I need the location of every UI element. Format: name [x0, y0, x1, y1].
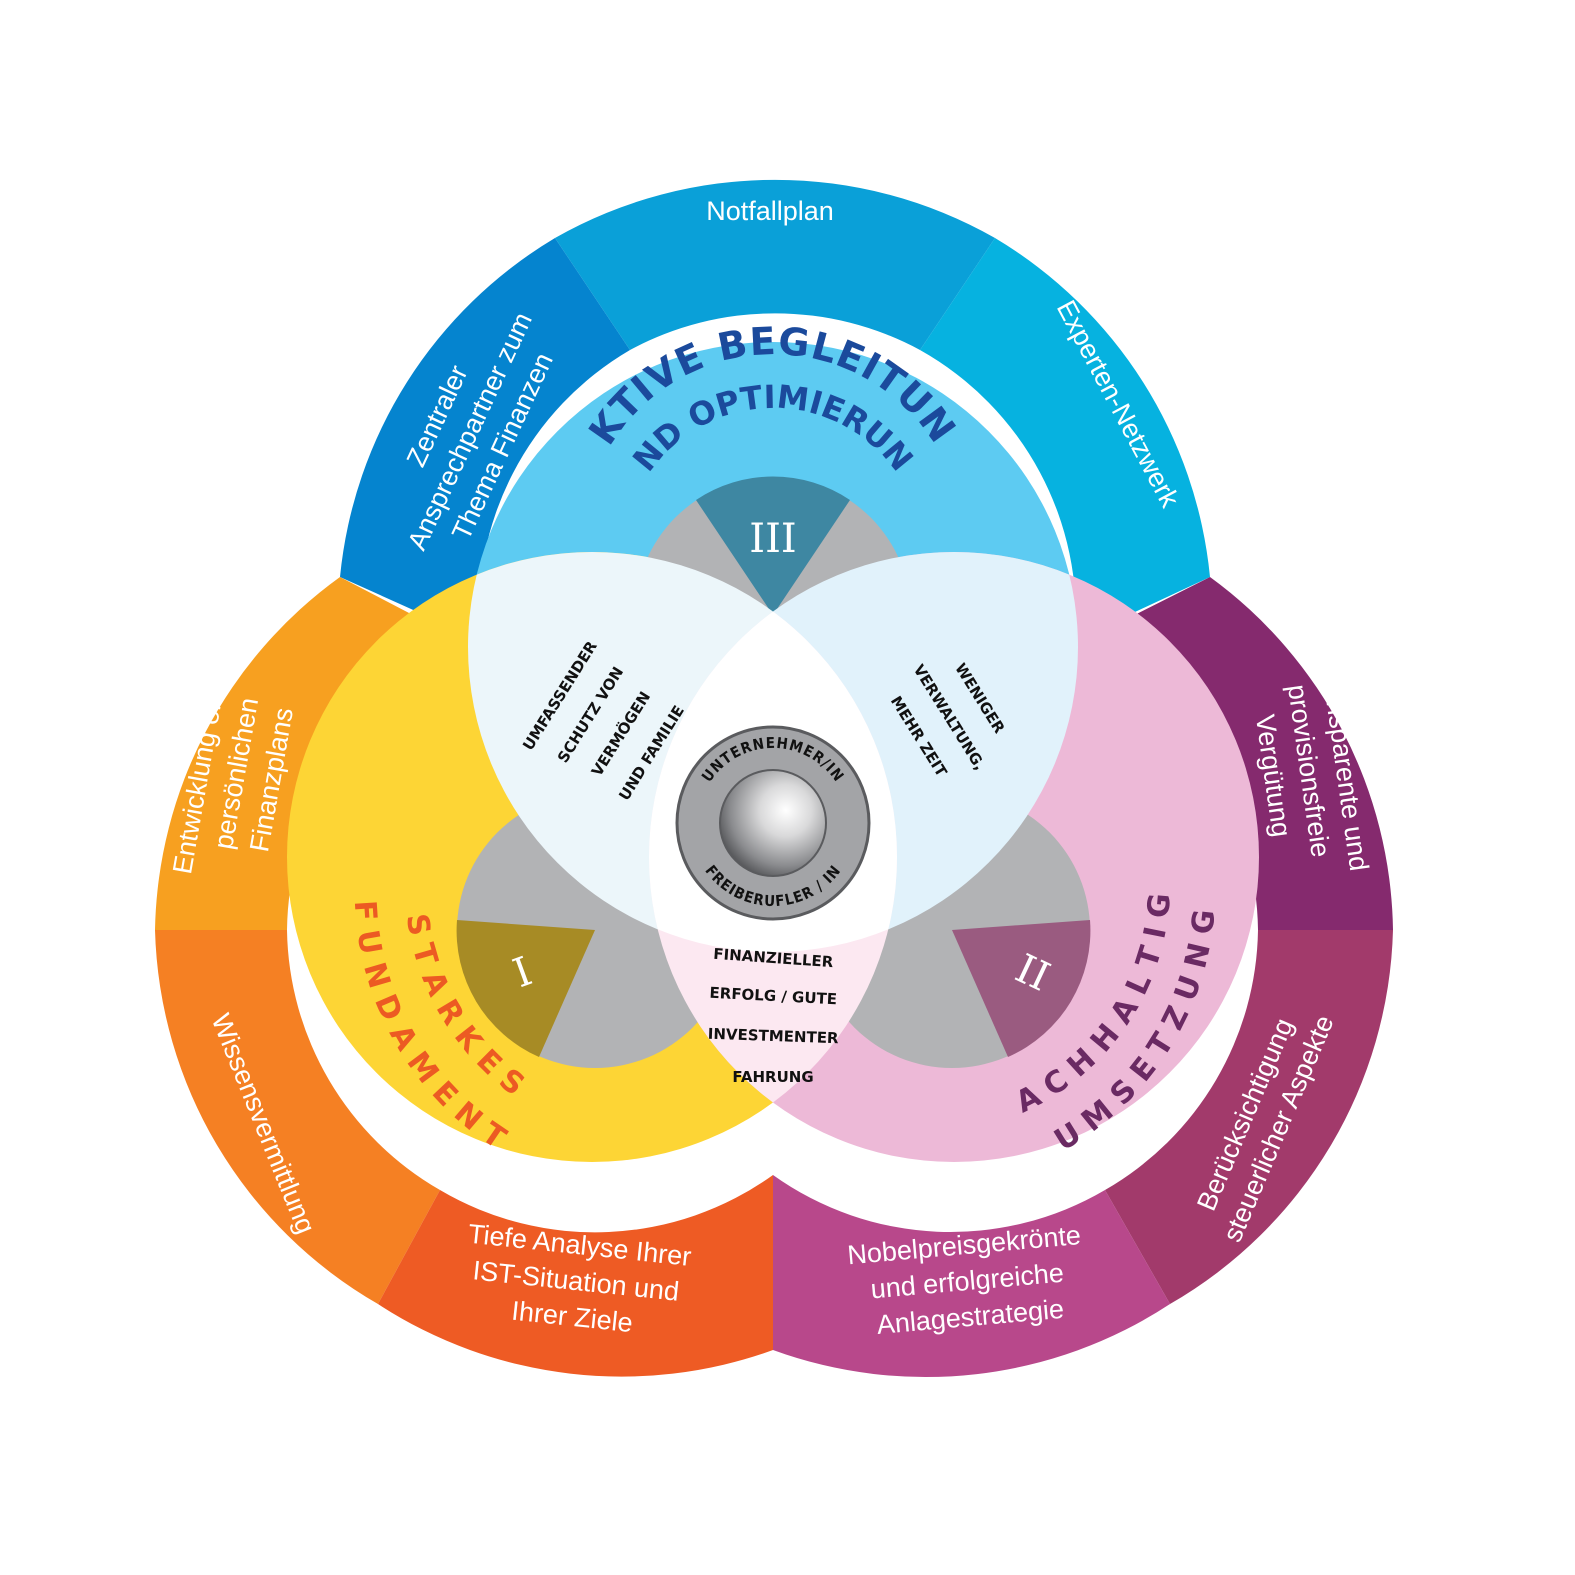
label-nobelpreis: Nobelpreisgekrönte und erfolgreiche Anla…	[846, 1220, 1082, 1340]
segment-tiefe-analyse	[378, 1175, 773, 1377]
label-notfallplan: Notfallplan	[706, 196, 834, 226]
segment-nobelpreis	[773, 1175, 1170, 1378]
lens-center	[649, 552, 897, 952]
wedge-three	[696, 476, 850, 615]
segment-beruecksichtigung	[1105, 930, 1393, 1304]
outer-ring-top	[340, 179, 1210, 640]
segment-wissensvermittlung	[155, 930, 440, 1304]
wedge-one	[456, 920, 595, 1057]
lens-bottom-line-3: INVESTMENTER	[708, 1025, 840, 1048]
segment-notfallplan	[555, 179, 995, 350]
roman-three: III	[749, 516, 796, 562]
segment-zentraler	[340, 238, 630, 640]
center-ball	[719, 769, 827, 877]
lens-bottom-line-4: FAHRUNG	[732, 1068, 813, 1086]
wedge-two	[952, 920, 1091, 1057]
segment-experten	[920, 238, 1210, 640]
